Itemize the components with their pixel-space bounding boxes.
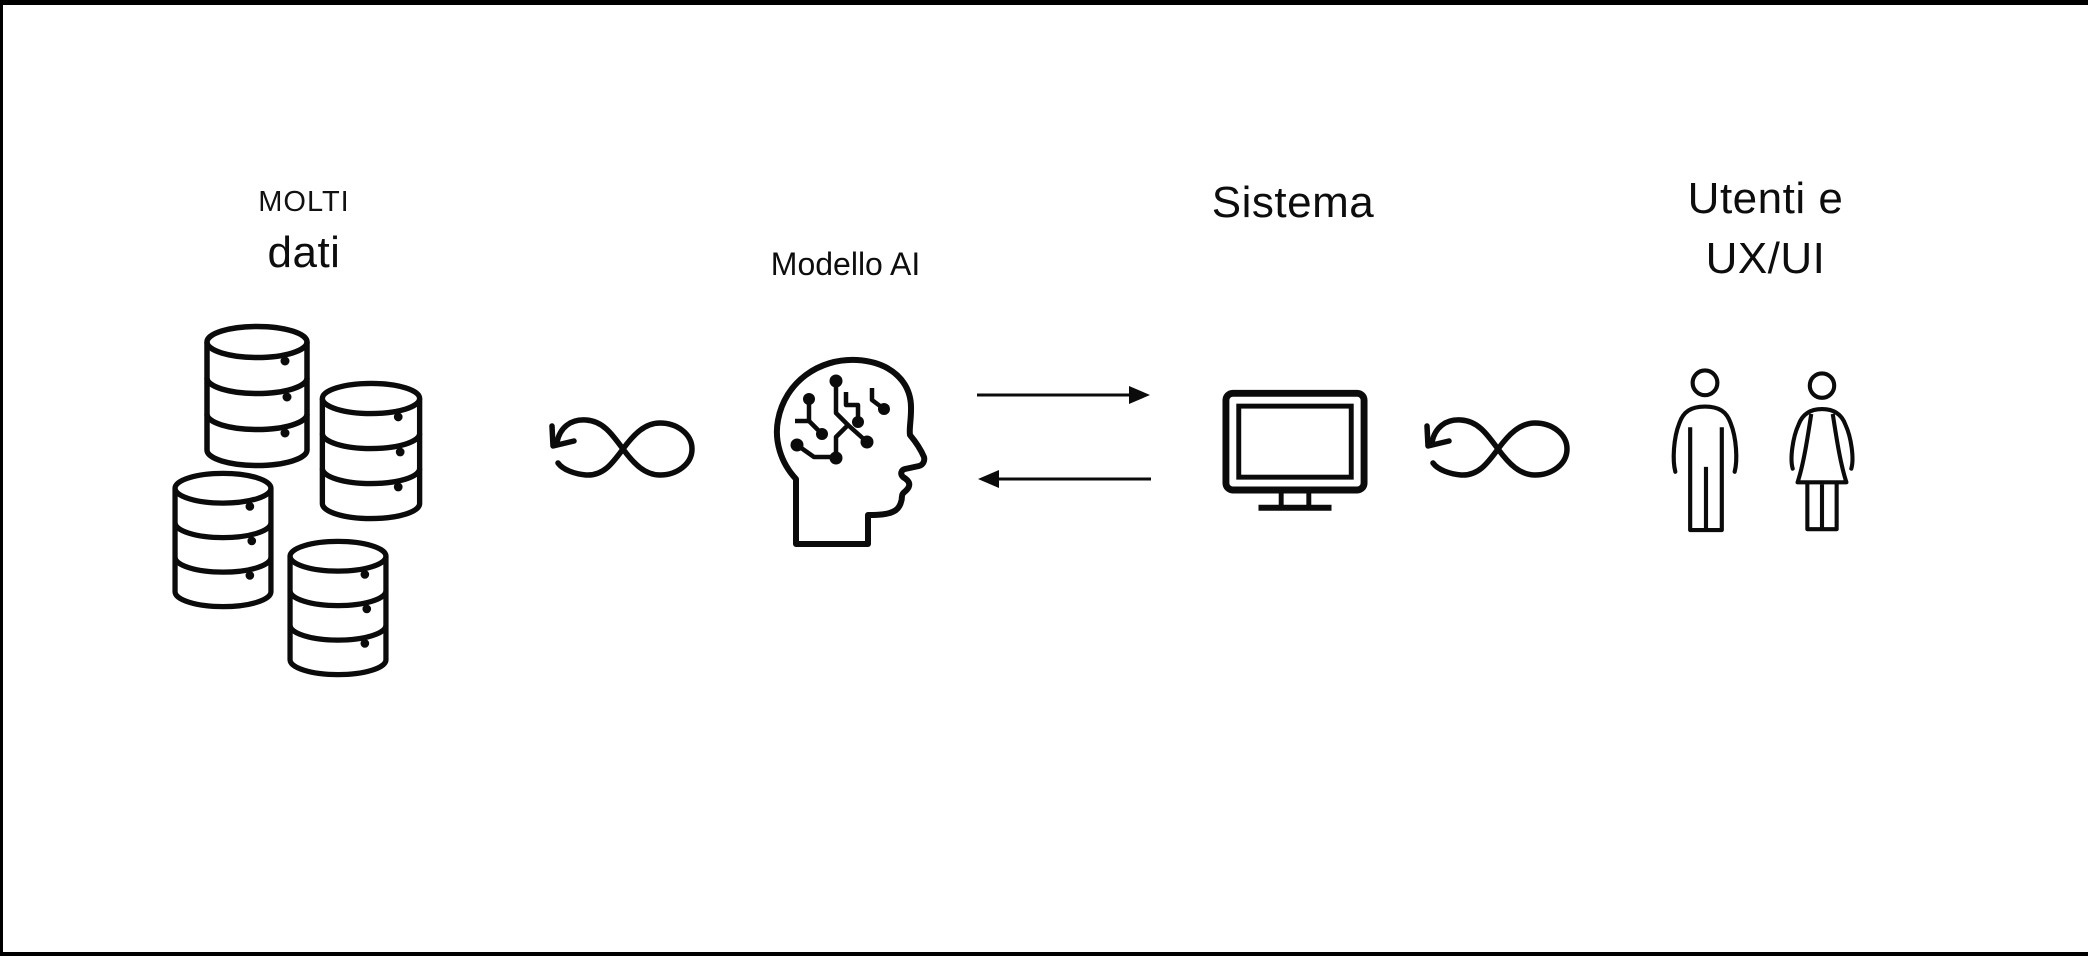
database-icon [319,380,423,522]
monitor-icon [1222,389,1368,511]
modello-ai-label: Modello AI [770,246,921,282]
database-icon [172,470,274,610]
dati-label-top: MOLTI [258,186,350,218]
female-user-icon [1789,371,1855,532]
dati-label: dati [267,228,341,277]
database-cluster-icon [168,320,430,682]
arrow-right-head [1129,386,1150,404]
arrow-left-head [978,470,999,488]
infinity-loop-arrow-icon [1424,417,1570,478]
infinity-loop-arrow-icon [549,417,695,478]
double-arrow-icon [977,386,1151,488]
male-female-users-icon [1667,367,1859,537]
database-icon [204,323,310,469]
male-user-icon [1671,368,1739,533]
utenti-label-line1: Utenti e [1687,174,1844,223]
database-icon [287,538,389,678]
sistema-label: Sistema [1211,178,1375,227]
utenti-label-line2: UX/UI [1705,234,1826,283]
ai-head-circuit-icon [773,356,928,547]
